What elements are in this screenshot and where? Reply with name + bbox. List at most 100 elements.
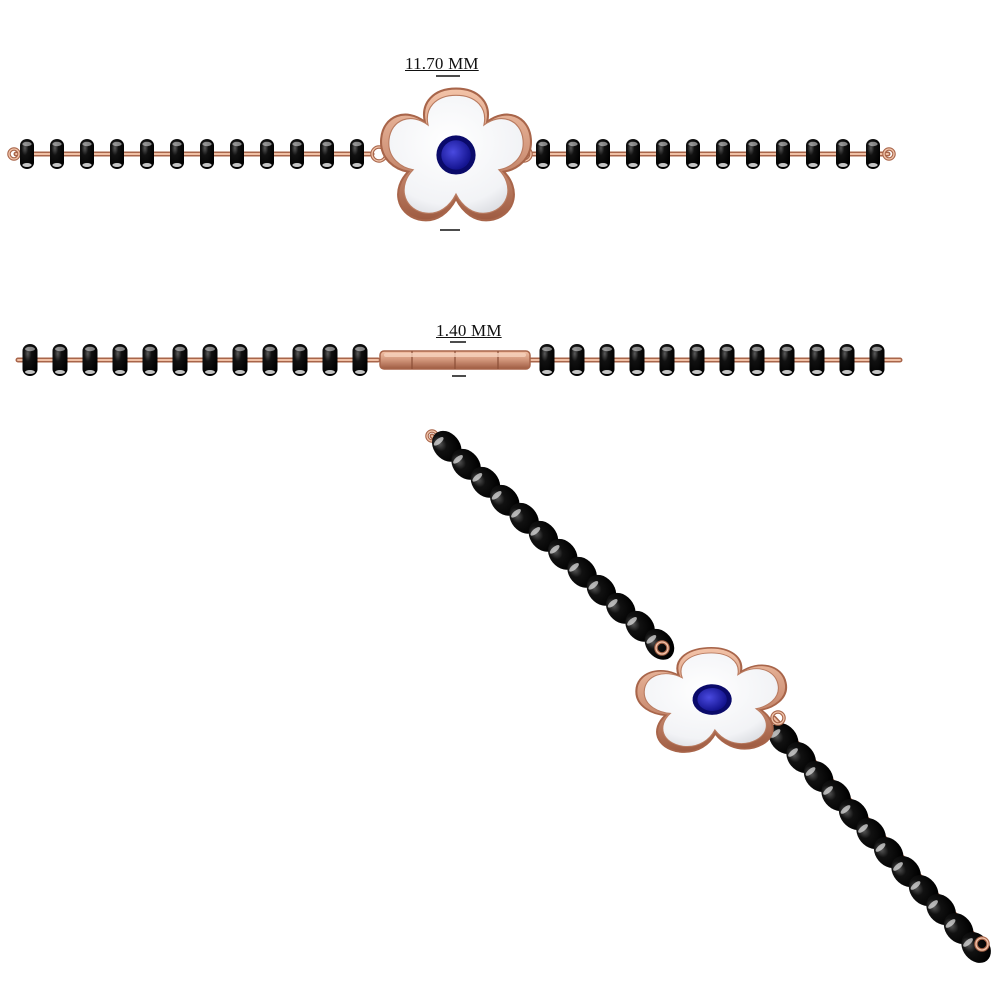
black-bead-icon [659,344,675,376]
bead-body [626,139,640,169]
bead-shine [692,346,702,352]
bead-shine [472,473,483,482]
bead-shine [646,635,657,644]
bead-shine [542,346,552,352]
bead-shine [572,346,582,352]
black-bead-icon [350,139,364,169]
bead-reflection [538,163,548,167]
black-bead-icon [716,139,730,169]
black-bead-icon [352,344,368,376]
bead-shine [22,141,32,147]
bead-shine [491,491,502,500]
bead-shine [788,748,798,757]
bead-body [749,344,765,376]
black-bead-icon [200,139,214,169]
side-view [15,344,903,376]
bead-reflection [352,163,362,167]
bead-reflection [572,370,582,374]
black-bead-icon [569,344,585,376]
bead-shine [928,900,938,909]
bead-body [569,344,585,376]
bead-body [290,139,304,169]
black-bead-icon [110,139,124,169]
bead-reflection [752,370,762,374]
bead-shine [549,545,560,554]
bead-shine [52,141,62,147]
bead-reflection [868,163,878,167]
ring-highlight [655,641,669,655]
black-bead-icon [292,344,308,376]
black-bead-icon [599,344,615,376]
bead-body [809,344,825,376]
five-petal-flower-icon [379,87,533,222]
bead-shine [598,141,608,147]
black-bead-icon [50,139,64,169]
black-bead-icon [112,344,128,376]
bead-shine [235,346,245,352]
black-bead-icon [320,139,334,169]
bead-body [260,139,274,169]
black-bead-icon [142,344,158,376]
bead-reflection [688,163,698,167]
black-bead-icon [626,139,640,169]
black-bead-icon [170,139,184,169]
perspective-flower [631,642,793,756]
bead-body [52,344,68,376]
bead-shine [142,141,152,147]
bead-reflection [542,370,552,374]
top-view [7,87,896,222]
bead-body [172,344,188,376]
bead-shine [770,729,781,738]
bead-body [686,139,700,169]
bead-body [656,139,670,169]
bead-reflection [142,163,152,167]
bead-body [110,139,124,169]
bead-shine [893,862,903,871]
bead-shine [145,346,155,352]
bead-reflection [662,370,672,374]
bead-body [836,139,850,169]
bead-body [806,139,820,169]
bead-shine [205,346,215,352]
bead-shine [262,141,272,147]
bead-body [599,344,615,376]
black-bead-icon [230,139,244,169]
bead-shine [718,141,728,147]
bead-body [262,344,278,376]
perspective-view [425,429,991,963]
bead-shine [292,141,302,147]
ring-highlight [883,148,895,160]
bead-body [866,139,880,169]
bead-body [746,139,760,169]
bead-shine [842,346,852,352]
bead-reflection [632,370,642,374]
black-bead-icon [536,139,550,169]
bead-shine [433,437,444,446]
bead-body [719,344,735,376]
bead-shine [352,141,362,147]
bead-shine [607,599,618,608]
black-bead-icon [629,344,645,376]
black-bead-icon [260,139,274,169]
black-bead-icon [539,344,555,376]
bead-shine [868,141,878,147]
bead-body [716,139,730,169]
black-bead-icon [80,139,94,169]
bead-body [142,344,158,376]
bead-reflection [658,163,668,167]
bead-body [230,139,244,169]
bead-shine [115,346,125,352]
black-bead-icon [596,139,610,169]
bead-body [50,139,64,169]
bead-reflection [202,163,212,167]
bead-shine [25,346,35,352]
width-dimension-label: 11.70 MM [405,54,479,73]
bead-body [536,139,550,169]
bead-shine [511,509,521,518]
bead-reflection [872,370,882,374]
ring-highlight [8,148,20,160]
bead-body [776,139,790,169]
bead-reflection [172,163,182,167]
bead-body [689,344,705,376]
bead-body [659,344,675,376]
